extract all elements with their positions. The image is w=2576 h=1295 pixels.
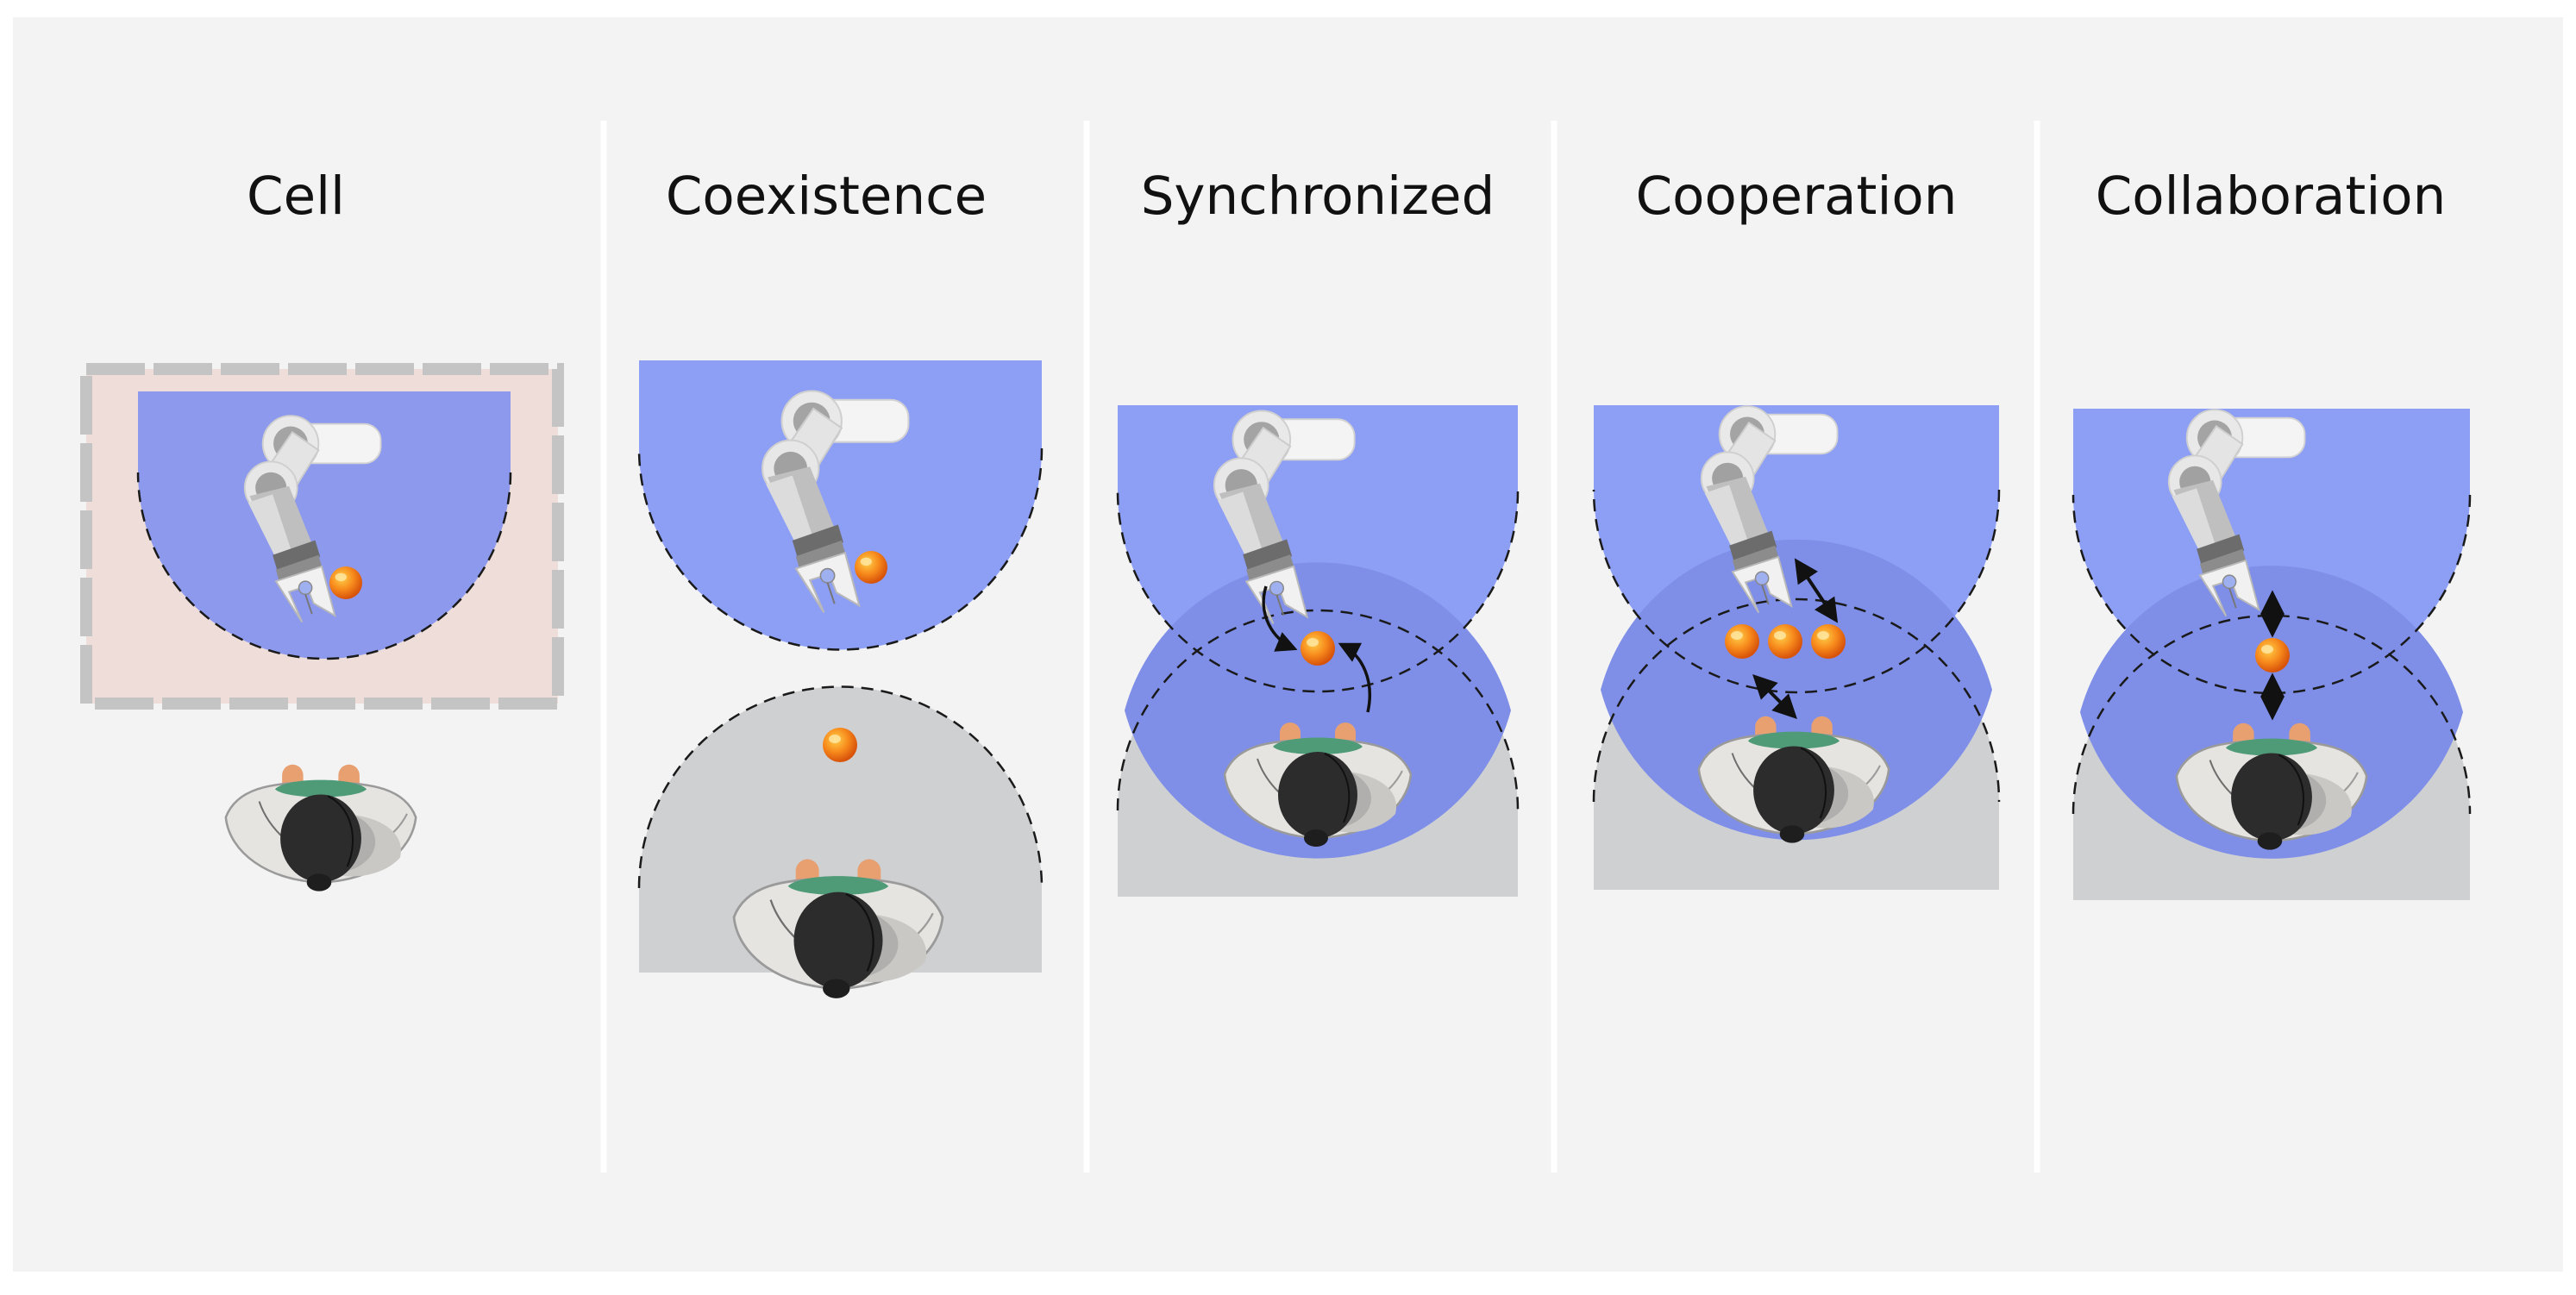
- workpiece-ball-icon: [2255, 638, 2290, 673]
- workpiece-ball-icon: [1768, 624, 1802, 659]
- panel-cooperation: [1592, 405, 2001, 890]
- panel-title-synchronized: Synchronized: [1141, 166, 1495, 227]
- workpiece-ball-icon: [855, 551, 887, 584]
- panel-title-collaboration: Collaboration: [2096, 166, 2447, 227]
- workpiece-ball-icon: [823, 728, 857, 762]
- panel-title-coexistence: Coexistence: [666, 166, 987, 227]
- arrow-icon: [1262, 585, 1298, 652]
- workpiece-ball-icon: [1725, 624, 1759, 659]
- robot-workspace: [639, 360, 1042, 650]
- panel-dividers: [600, 121, 2040, 1173]
- arrow-icon: [1794, 558, 1839, 623]
- panel-cell: [80, 363, 564, 892]
- panel-collaboration: [2071, 409, 2472, 900]
- cell-fence: [80, 363, 564, 710]
- shared-zone: [1125, 562, 1511, 859]
- arrow-icon: [1752, 674, 1797, 719]
- arrow-icon: [1338, 642, 1372, 713]
- panel-title-cell: Cell: [247, 166, 345, 227]
- panel-title-cooperation: Cooperation: [1636, 166, 1958, 227]
- panel-coexistence: [637, 360, 1044, 1000]
- workpiece-ball-icon: [1301, 631, 1335, 666]
- panel-synchronized: [1116, 405, 1520, 897]
- workpiece-ball-icon: [329, 566, 362, 599]
- robot-workspace: [138, 391, 511, 659]
- workpiece-ball-icon: [1811, 624, 1846, 659]
- human-workspace: [639, 686, 1042, 973]
